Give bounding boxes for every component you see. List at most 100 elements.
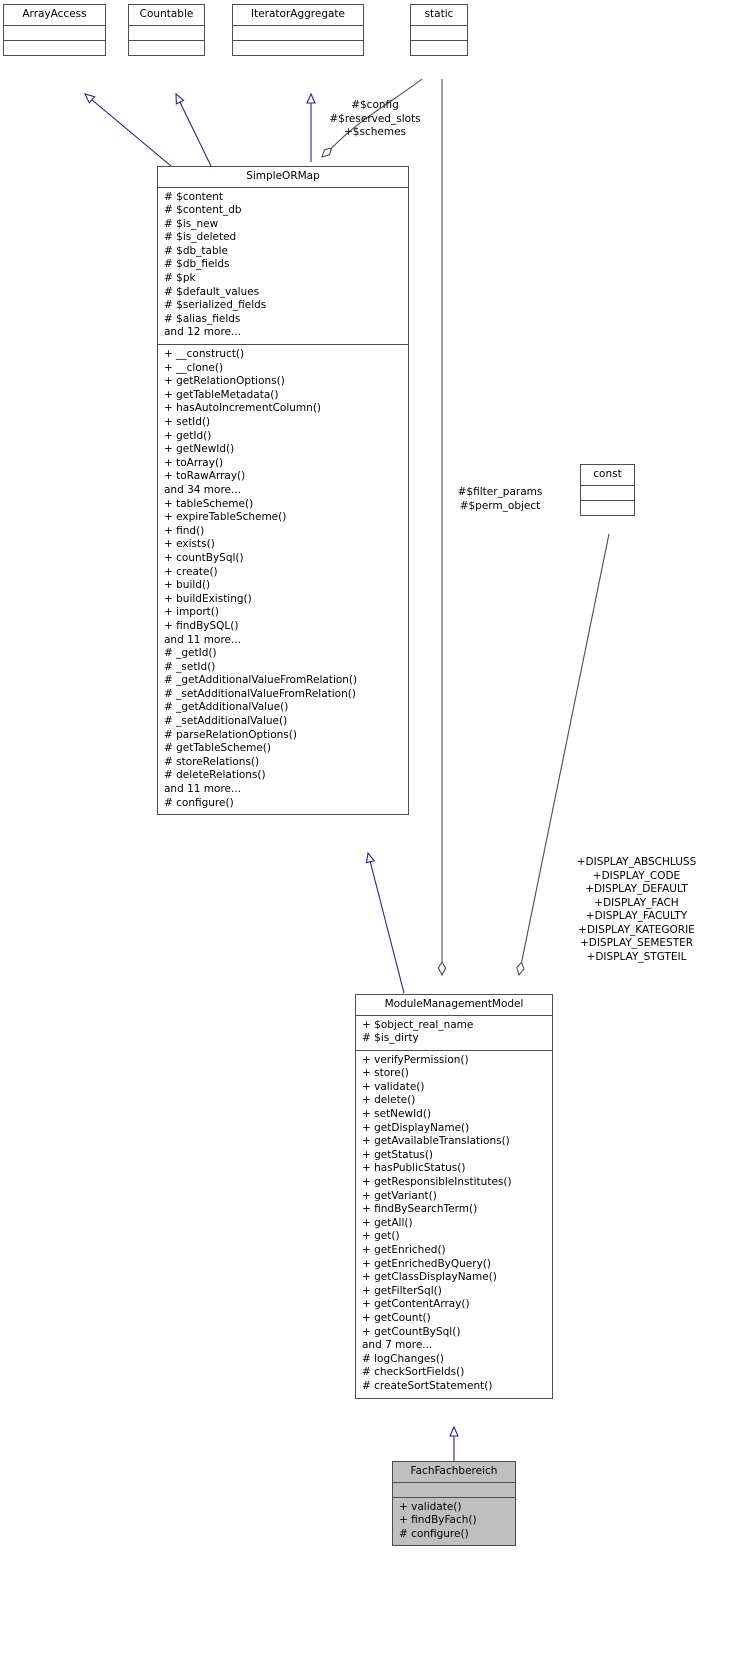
member-row: # parseRelationOptions() — [164, 728, 297, 741]
attributes-compartment — [129, 26, 204, 41]
member-row: # logChanges() — [362, 1352, 445, 1365]
methods-compartment: + verifyPermission()+ store()+ validate(… — [356, 1051, 552, 1398]
member-row: + find() — [164, 524, 205, 537]
edge-label-static-simpleormap: #$config #$reserved_slots +$schemes — [329, 99, 421, 138]
member-row: and 34 more... — [164, 483, 242, 496]
member-row: + getNewId() — [164, 443, 235, 456]
member-row: + getDisplayName() — [362, 1121, 470, 1134]
methods-compartment: + __construct()+ __clone()+ getRelationO… — [158, 345, 408, 814]
class-node-static[interactable]: static — [410, 4, 468, 56]
member-row: + exists() — [164, 538, 215, 551]
edge-label-static-modulemanagementmodel: #$filter_params #$perm_object — [457, 486, 543, 512]
edge-simpleormap-arrayaccess — [83, 93, 172, 167]
member-row: # _getId() — [164, 647, 217, 660]
member-row: + verifyPermission() — [362, 1053, 469, 1066]
member-row: + toRawArray() — [164, 470, 246, 483]
member-row: # createSortStatement() — [362, 1379, 493, 1392]
member-row: # $is_dirty — [362, 1032, 419, 1045]
member-row: + getId() — [164, 429, 212, 442]
attributes-compartment — [581, 486, 634, 501]
member-row: + getAll() — [362, 1216, 413, 1229]
member-row: # configure() — [164, 796, 234, 809]
class-title: IteratorAggregate — [233, 5, 363, 26]
class-node-countable[interactable]: Countable — [128, 4, 205, 56]
member-row: # getTableScheme() — [164, 742, 271, 755]
member-row: + import() — [164, 606, 219, 619]
member-row: # storeRelations() — [164, 755, 260, 768]
member-row: + getCountBySql() — [362, 1325, 461, 1338]
class-title: Countable — [129, 5, 204, 26]
member-row: + findByFach() — [399, 1514, 477, 1527]
member-row: + getResponsibleInstitutes() — [362, 1176, 512, 1189]
member-row: # $content — [164, 190, 224, 203]
methods-compartment: + validate()+ findByFach()# configure() — [393, 1498, 515, 1546]
member-row: # $is_new — [164, 217, 219, 230]
member-row: # configure() — [399, 1527, 469, 1540]
member-row: # _getAdditionalValueFromRelation() — [164, 674, 358, 687]
attributes-compartment — [233, 26, 363, 41]
member-row: + getTableMetadata() — [164, 388, 279, 401]
member-row: # checkSortFields() — [362, 1366, 465, 1379]
member-row: # $db_table — [164, 244, 228, 257]
member-row: + getFilterSql() — [362, 1284, 442, 1297]
member-row: + __clone() — [164, 361, 224, 374]
attributes-compartment — [393, 1483, 515, 1498]
member-row: + create() — [164, 565, 218, 578]
edge-simpleormap-countable — [175, 92, 212, 167]
member-row: + $object_real_name — [362, 1018, 474, 1031]
class-node-arrayaccess[interactable]: ArrayAccess — [3, 4, 106, 56]
class-node-simpleormap[interactable]: SimpleORMap # $content# $content_db# $is… — [157, 166, 409, 816]
member-row: + __construct() — [164, 348, 245, 361]
member-row: + setNewId() — [362, 1108, 432, 1121]
member-row: + getRelationOptions() — [164, 375, 285, 388]
member-row: # _getAdditionalValue() — [164, 701, 289, 714]
class-title: FachFachbereich — [393, 1462, 515, 1483]
member-row: + buildExisting() — [164, 592, 252, 605]
member-row: # $pk — [164, 272, 196, 285]
member-row: + getCount() — [362, 1311, 431, 1324]
member-row: + findBySQL() — [164, 619, 239, 632]
class-title: const — [581, 465, 634, 486]
member-row: and 11 more... — [164, 783, 242, 796]
member-row: + getContentArray() — [362, 1298, 470, 1311]
member-row: + expireTableScheme() — [164, 511, 287, 524]
member-row: + build() — [164, 579, 211, 592]
class-title: ArrayAccess — [4, 5, 105, 26]
member-row: + validate() — [362, 1080, 425, 1093]
member-row: + findBySearchTerm() — [362, 1203, 478, 1216]
member-row: # $default_values — [164, 285, 260, 298]
member-row: # _setAdditionalValueFromRelation() — [164, 687, 356, 700]
edge-modulemanagementmodel-simpleormap — [365, 851, 405, 994]
methods-compartment — [581, 501, 634, 515]
class-title: static — [411, 5, 467, 26]
methods-compartment — [129, 41, 204, 55]
class-title: SimpleORMap — [158, 167, 408, 188]
member-row: # deleteRelations() — [164, 769, 266, 782]
class-node-modulemanagementmodel[interactable]: ModuleManagementModel + $object_real_nam… — [355, 994, 553, 1399]
member-row: + getVariant() — [362, 1189, 437, 1202]
methods-compartment — [411, 41, 467, 55]
member-row: + get() — [362, 1230, 400, 1243]
member-row: + countBySql() — [164, 551, 244, 564]
class-title: ModuleManagementModel — [356, 995, 552, 1016]
methods-compartment — [4, 41, 105, 55]
class-node-fachfachbereich[interactable]: FachFachbereich + validate()+ findByFach… — [392, 1461, 516, 1547]
member-row: # $serialized_fields — [164, 299, 267, 312]
member-row: # _setAdditionalValue() — [164, 715, 288, 728]
member-row: and 12 more... — [164, 326, 242, 339]
class-node-const[interactable]: const — [580, 464, 635, 516]
member-row: + tableScheme() — [164, 497, 254, 510]
edge-label-const-modulemanagementmodel: +DISPLAY_ABSCHLUSS +DISPLAY_CODE +DISPLA… — [576, 856, 697, 963]
attributes-compartment: # $content# $content_db# $is_new# $is_de… — [158, 188, 408, 346]
member-row: + setId() — [164, 416, 211, 428]
attributes-compartment — [4, 26, 105, 41]
methods-compartment — [233, 41, 363, 55]
member-row: + toArray() — [164, 456, 224, 469]
member-row: + delete() — [362, 1094, 416, 1107]
class-node-iteratoraggregate[interactable]: IteratorAggregate — [232, 4, 364, 56]
member-row: # $db_fields — [164, 258, 230, 271]
member-row: + getAvailableTranslations() — [362, 1135, 510, 1148]
member-row: # $is_deleted — [164, 231, 237, 244]
member-row: + getEnrichedByQuery() — [362, 1257, 491, 1270]
